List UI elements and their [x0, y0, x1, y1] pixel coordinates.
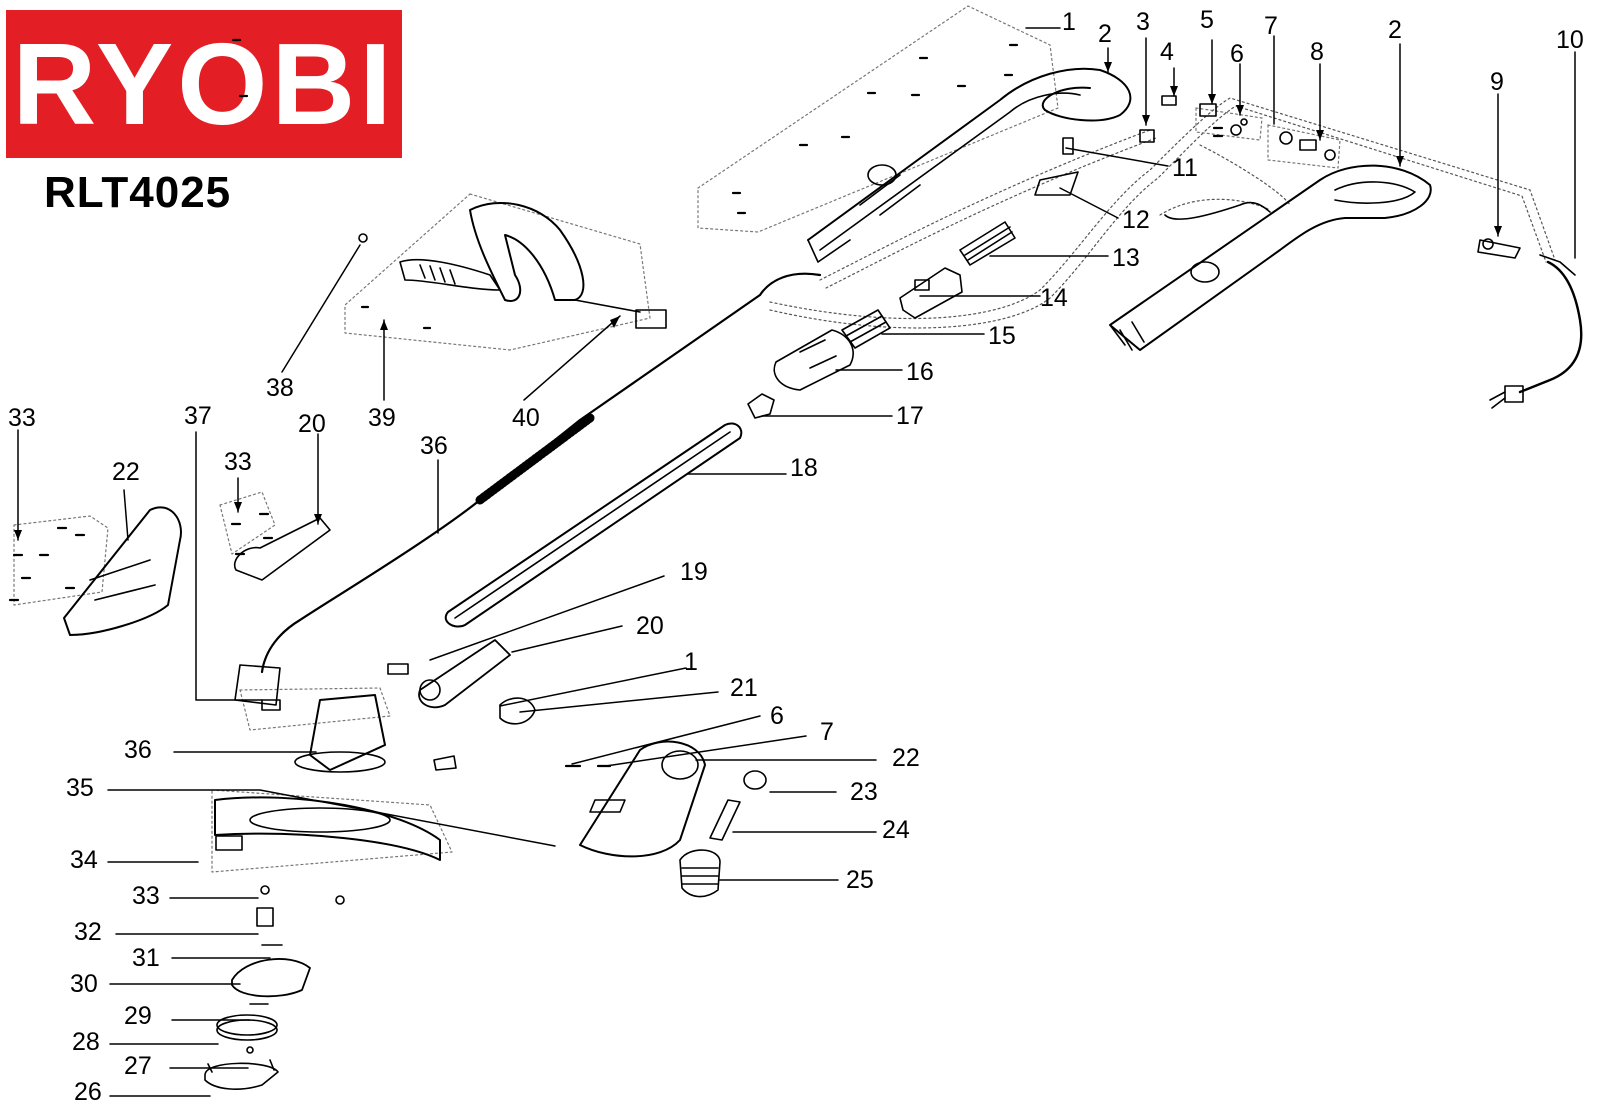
label-part-36: 36 — [420, 432, 448, 460]
label-part-39: 39 — [368, 404, 396, 432]
label-part-30: 30 — [70, 970, 98, 998]
label-part-33-mid: 33 — [224, 448, 252, 476]
wiring-harness — [769, 97, 1556, 329]
label-part-2-right: 2 — [1388, 16, 1402, 44]
label-part-5: 5 — [1200, 6, 1214, 34]
part-numbers: 1 2 3 4 5 6 7 8 2 9 10 11 12 13 14 15 16… — [8, 6, 1584, 1105]
model-number: RLT4025 — [44, 168, 232, 217]
label-part-18: 18 — [790, 454, 818, 482]
label-part-8: 8 — [1310, 38, 1324, 66]
label-part-2: 2 — [1098, 20, 1112, 48]
leader-lines — [17, 27, 1576, 1097]
screws — [8, 38, 1224, 768]
label-part-7-lower: 7 — [820, 718, 834, 746]
switch-parts — [1034, 95, 1336, 220]
power-cord — [1477, 238, 1583, 409]
label-part-36-motor: 36 — [124, 736, 152, 764]
label-part-1: 1 — [1062, 8, 1076, 36]
label-part-31: 31 — [132, 944, 160, 972]
shaft-tube — [444, 422, 743, 628]
motor-housing — [579, 740, 767, 898]
label-part-23: 23 — [850, 778, 878, 806]
label-part-17: 17 — [896, 402, 924, 430]
group-outlines — [13, 5, 1341, 873]
handle-housing-right — [1109, 164, 1432, 351]
label-part-12: 12 — [1122, 206, 1150, 234]
label-part-21: 21 — [730, 674, 758, 702]
label-part-24: 24 — [882, 816, 910, 844]
label-part-15: 15 — [988, 322, 1016, 350]
label-part-40: 40 — [512, 404, 540, 432]
label-part-22: 22 — [892, 744, 920, 772]
label-part-4: 4 — [1160, 38, 1174, 66]
screw-38 — [358, 233, 368, 243]
label-part-35: 35 — [66, 774, 94, 802]
label-part-14: 14 — [1040, 284, 1068, 312]
handle-housing-left — [807, 67, 1132, 263]
label-part-25: 25 — [846, 866, 874, 894]
label-part-28: 28 — [72, 1028, 100, 1056]
logo-text: RYOBI — [12, 19, 396, 149]
label-part-22-left: 22 — [112, 458, 140, 486]
label-part-3: 3 — [1136, 8, 1150, 36]
label-part-7: 7 — [1264, 12, 1278, 40]
motor-cover-left — [63, 506, 331, 636]
label-part-13: 13 — [1112, 244, 1140, 272]
label-part-11: 11 — [1172, 154, 1198, 182]
internal-wire — [234, 272, 822, 711]
label-part-27: 27 — [124, 1052, 152, 1080]
label-part-38: 38 — [266, 374, 294, 402]
label-part-9: 9 — [1490, 68, 1504, 96]
label-part-10: 10 — [1556, 26, 1584, 54]
label-part-26: 26 — [74, 1078, 102, 1105]
label-part-33: 33 — [8, 404, 36, 432]
label-part-6: 6 — [1230, 40, 1244, 68]
label-part-6-lower: 6 — [770, 702, 784, 730]
label-part-37: 37 — [184, 402, 212, 430]
motor-and-guard — [204, 694, 457, 1090]
label-part-29: 29 — [124, 1002, 152, 1030]
grip-parts — [747, 221, 1016, 419]
label-part-33-lower: 33 — [132, 882, 160, 910]
head-coupling — [387, 639, 536, 725]
label-part-20-left: 20 — [298, 410, 326, 438]
label-part-19: 19 — [680, 558, 708, 586]
label-part-32: 32 — [74, 918, 102, 946]
label-part-20: 20 — [636, 612, 664, 640]
auxiliary-handle — [399, 202, 667, 329]
leader-arrows — [14, 62, 1502, 540]
label-part-16: 16 — [906, 358, 934, 386]
label-part-34: 34 — [70, 846, 98, 874]
label-part-1-lower: 1 — [684, 648, 698, 676]
ryobi-logo: RYOBI — [6, 10, 402, 158]
